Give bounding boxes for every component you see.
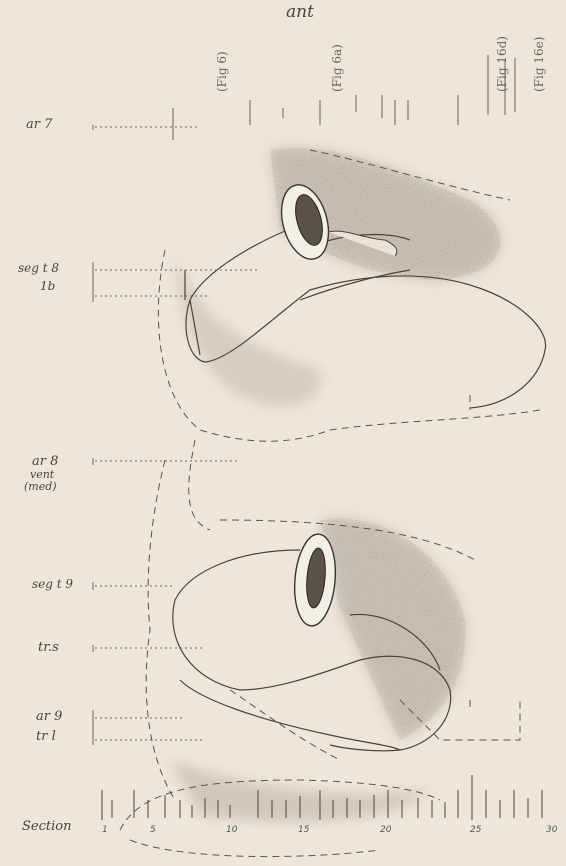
label-ar8: ar 8: [32, 455, 58, 468]
label-ar8-vent: vent: [30, 469, 54, 480]
label-segt8-1b: 1b: [40, 280, 55, 292]
figure-ref-6: (Fig 6): [215, 51, 229, 92]
trachea-ring-segment-9: [291, 532, 339, 627]
label-trl: tr l: [36, 730, 56, 743]
section-tick-10: 10: [226, 825, 237, 835]
label-segt9: seg t 9: [32, 578, 73, 590]
section-tick-20: 20: [380, 825, 391, 835]
label-ar9: ar 9: [36, 710, 62, 723]
figure-ref-6a: (Fig 6a): [330, 44, 344, 92]
section-tick-1: 1: [102, 825, 108, 835]
figure-ref-16e: (Fig 16e): [532, 37, 546, 92]
section-axis-label: Section: [22, 820, 71, 833]
label-ar7: ar 7: [26, 118, 52, 131]
label-trs: tr.s: [38, 641, 59, 654]
figure-ref-16d: (Fig 16d): [495, 36, 509, 92]
label-segt8: seg t 8: [18, 262, 59, 274]
section-tick-15: 15: [298, 825, 309, 835]
section-tick-30: 30: [546, 825, 557, 835]
leader-lines: [95, 127, 260, 740]
shading-segment-8: [175, 148, 501, 407]
section-tick-25: 25: [470, 825, 481, 835]
label-ar8-med: (med): [24, 481, 57, 492]
anterior-label: ant: [286, 4, 314, 21]
section-tick-5: 5: [150, 825, 156, 835]
